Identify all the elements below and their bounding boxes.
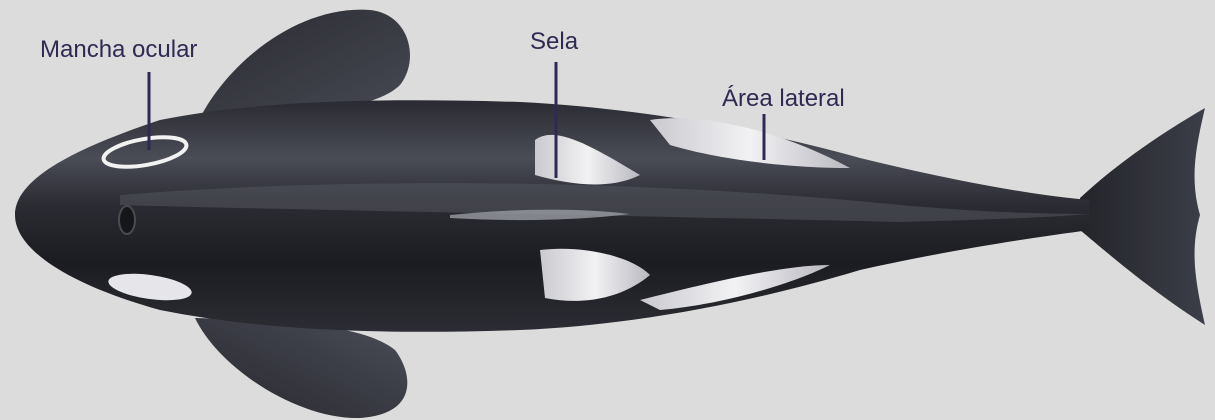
label-lateral-area: Área lateral bbox=[722, 87, 845, 111]
tail-flukes bbox=[1080, 108, 1205, 325]
blowhole bbox=[119, 206, 135, 234]
lower-pectoral-fin bbox=[195, 318, 407, 418]
label-eye-patch: Mancha ocular bbox=[40, 38, 197, 62]
label-saddle: Sela bbox=[530, 30, 578, 54]
